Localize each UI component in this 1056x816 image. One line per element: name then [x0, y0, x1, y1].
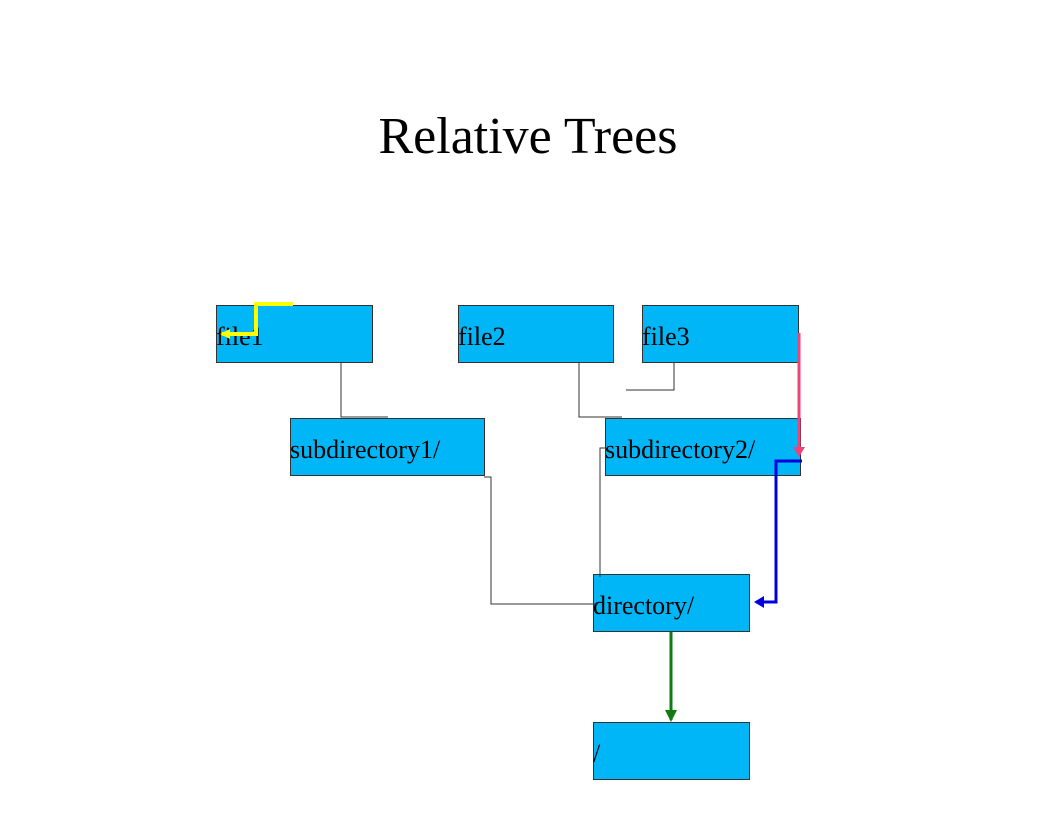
node-directory: directory/ — [593, 574, 750, 632]
node-file3-label: file3 — [642, 322, 690, 351]
node-file1: file1 — [216, 305, 373, 363]
node-file2: file2 — [458, 305, 614, 363]
connector-file1-to-subdirectory1 — [340, 363, 388, 418]
connector-file3-to-subdirectory2 — [626, 363, 675, 391]
node-file3: file3 — [642, 305, 799, 363]
connector-file2-to-subdirectory2 — [578, 363, 622, 418]
node-root: / — [593, 722, 750, 780]
node-file2-label: file2 — [458, 322, 506, 351]
node-subdirectory1: subdirectory1/ — [290, 418, 485, 476]
connector-subdirectory1-to-directory — [484, 476, 598, 605]
blue-path-arrow — [754, 459, 802, 608]
node-directory-label: directory/ — [593, 591, 695, 620]
node-root-label: / — [593, 739, 601, 768]
node-subdirectory1-label: subdirectory1/ — [290, 435, 441, 464]
node-file1-label: file1 — [216, 322, 264, 351]
node-subdirectory2: subdirectory2/ — [605, 418, 801, 476]
slide-title: Relative Trees — [378, 108, 678, 165]
node-subdirectory2-label: subdirectory2/ — [605, 435, 756, 464]
